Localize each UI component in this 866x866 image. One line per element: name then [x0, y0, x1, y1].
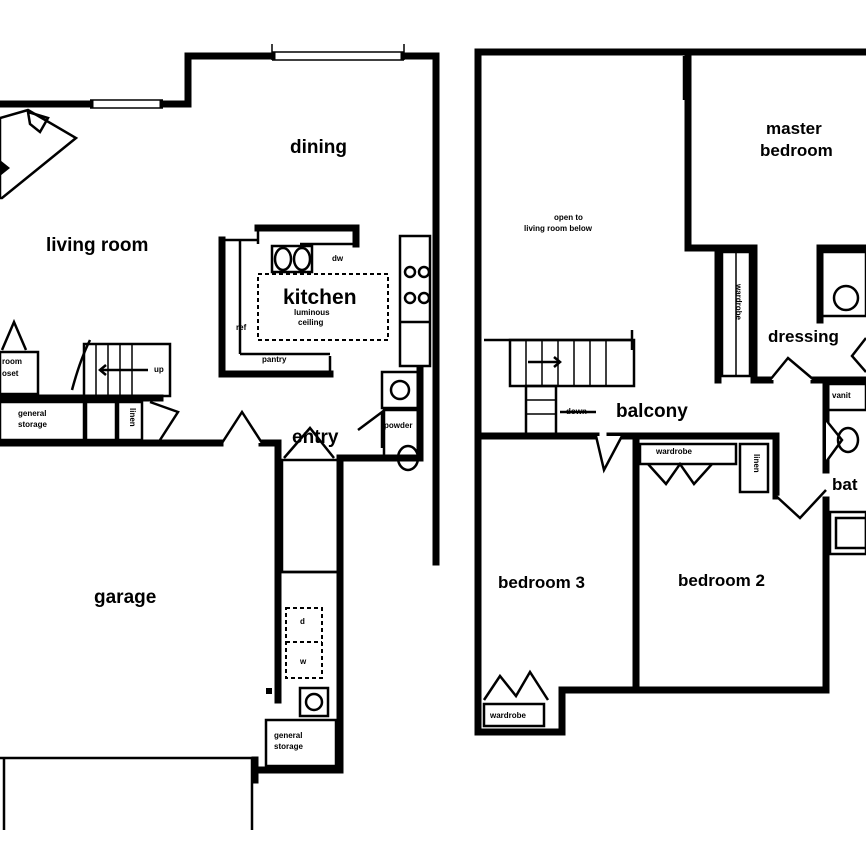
bedroom-3-label: bedroom 3 — [498, 573, 585, 592]
general-storage-label-1: general — [18, 409, 47, 418]
dining-label: dining — [290, 137, 347, 158]
stairs-down-label: down — [566, 407, 587, 416]
second-floor-walls — [474, 48, 866, 736]
washer-label: w — [300, 657, 307, 666]
kitchen-label: kitchen — [283, 286, 357, 309]
closet-room-label: room — [2, 357, 22, 366]
kitchen-counters — [218, 224, 432, 378]
refrigerator-label: ref — [236, 323, 247, 332]
dressing-label: dressing — [768, 327, 839, 346]
fireplace — [0, 108, 79, 200]
general-storage-b-label-2: storage — [274, 742, 303, 751]
wardrobe-bedroom3-label: wardrobe — [490, 711, 527, 720]
open-to-below-label: living room below — [524, 224, 593, 233]
dryer-label: d — [300, 617, 305, 626]
laundry-area — [264, 607, 338, 768]
open-to-label: open to — [554, 213, 583, 222]
first-floor-windows — [90, 44, 405, 109]
stairs-up-label: up — [154, 365, 164, 374]
linen-upper-label: linen — [752, 454, 761, 473]
general-storage-b-label-1: general — [274, 731, 303, 740]
luminous-label: luminous — [294, 308, 330, 317]
pantry-label: pantry — [262, 355, 287, 364]
second-floor-doors — [482, 56, 866, 728]
powder-label: powder — [384, 421, 413, 430]
master-bedroom-label: bedroom — [760, 141, 833, 160]
vanity-label: vanit — [832, 391, 851, 400]
closet-label: oset — [2, 369, 19, 378]
ceiling-label: ceiling — [298, 318, 324, 327]
first-floor-stairs — [70, 339, 172, 398]
bath-label: bat — [832, 475, 858, 494]
bedroom-2-label: bedroom 2 — [678, 571, 765, 590]
living-room-label: living room — [46, 235, 149, 256]
wardrobe-vertical-label: wardrobe — [734, 284, 743, 321]
balcony-label: balcony — [616, 401, 688, 422]
first-floor-doors — [220, 370, 420, 574]
first-floor-walls — [0, 52, 440, 830]
first-floor-storage — [0, 318, 180, 442]
wardrobe-bedroom2-label: wardrobe — [656, 447, 693, 456]
dishwasher-label: dw — [332, 254, 344, 263]
linen-label: linen — [128, 408, 137, 427]
master-label: master — [766, 119, 822, 138]
entry-label: entry — [292, 427, 339, 448]
garage-label: garage — [94, 587, 157, 608]
second-floor-stairs — [508, 338, 636, 436]
general-storage-label-2: storage — [18, 420, 47, 429]
